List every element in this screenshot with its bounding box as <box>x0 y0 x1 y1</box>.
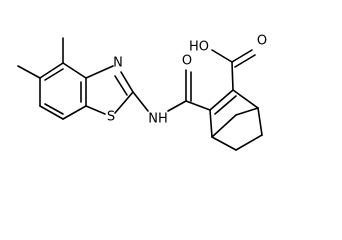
ring-sulfur-label: S <box>107 110 115 125</box>
bond-c6-c7 <box>39 105 64 120</box>
bond-s1-c7a <box>85 105 106 115</box>
bond-c4a-c5 <box>39 62 64 79</box>
bond-c7prime-c4prime <box>235 107 259 116</box>
carboxylic-acid <box>211 49 256 91</box>
bond-c5prime-c4prime <box>257 107 263 136</box>
bond-c3prime-carboxyl <box>231 61 234 91</box>
bond-c7-c7a <box>62 105 87 120</box>
bond-c3prime-c4prime <box>232 89 259 109</box>
bond-carboxyl-oxygen <box>231 49 253 63</box>
bond-c1prime-c7prime <box>211 114 237 138</box>
bond-c3a-c4 <box>62 62 87 79</box>
bond-c2-nh <box>132 91 149 112</box>
bond-c6prime-c5prime <box>235 134 263 151</box>
bond-carbonyl-c2prime <box>185 100 211 111</box>
methyl-bond-top <box>17 65 41 79</box>
acid-hydroxyl-label: HO <box>189 40 209 55</box>
amide-nh-label: NH <box>148 112 168 127</box>
bond-c2prime-c3prime-double <box>214 95 237 115</box>
bond-c3a-n3 <box>85 65 114 79</box>
bond-carboxyl-oxygen-double <box>234 54 256 68</box>
chemical-structure-diagram: N S NH O HO O <box>17 34 267 151</box>
double-bond-inner-a <box>44 68 64 81</box>
bond-c1prime-c6prime <box>211 136 237 151</box>
methyl-groups <box>17 37 64 79</box>
bond-n3-c2 <box>120 71 134 93</box>
benzothiazole-benzene-ring <box>39 62 87 120</box>
amide-oxygen-label: O <box>182 54 192 69</box>
bond-c2prime-c3prime <box>209 89 234 111</box>
bond-n3-c2-double <box>114 75 128 96</box>
amide-linker <box>132 69 211 112</box>
acid-oxygen-label: O <box>257 34 267 49</box>
ring-nitrogen-label: N <box>113 56 123 71</box>
bond-carboxyl-hydroxyl <box>211 49 233 63</box>
bond-c2prime-c1prime <box>209 109 213 138</box>
bond-c2-s1 <box>114 91 134 114</box>
thiazole-ring <box>85 65 134 115</box>
bicycloheptene-core <box>209 89 263 151</box>
double-bond-inner-b <box>44 103 64 115</box>
bond-nh-carbonyl <box>167 100 187 112</box>
